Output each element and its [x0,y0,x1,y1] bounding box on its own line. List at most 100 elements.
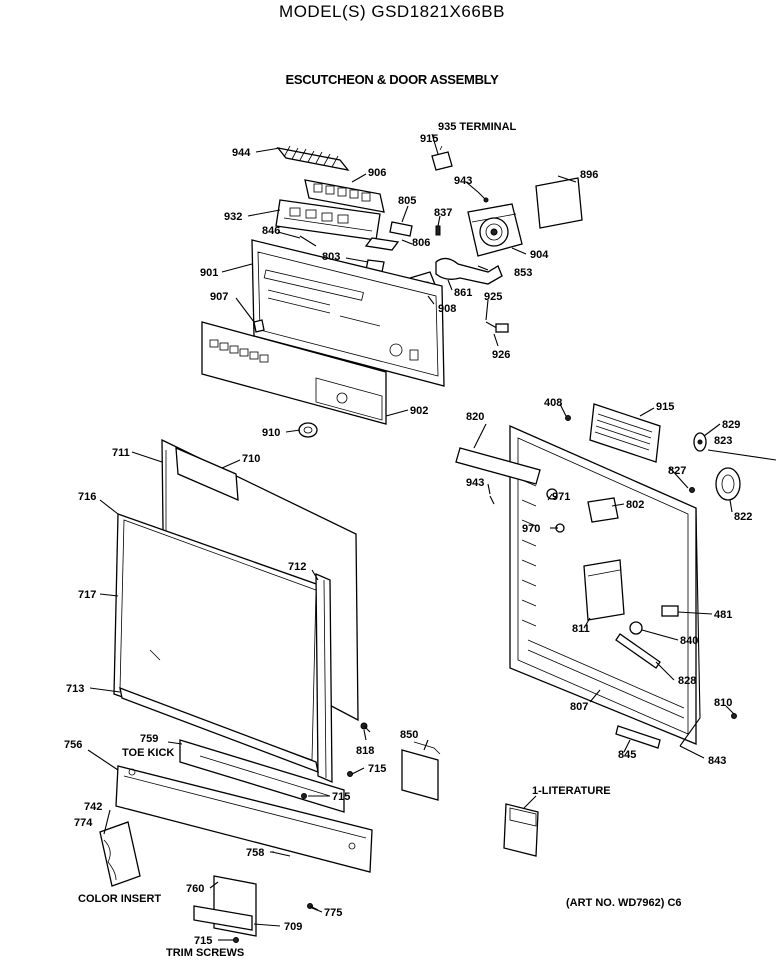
label-829: 829 [722,419,740,431]
label-712: 712 [288,561,306,573]
label-trim-screws: TRIM SCREWS [166,947,244,959]
label-715-c: 715 [194,935,212,947]
part-828-arm [615,633,661,669]
label-908: 908 [438,303,456,315]
part-823-shaft [707,449,777,461]
label-802: 802 [626,499,644,511]
part-850-label-card [401,741,441,801]
label-896: 896 [580,169,598,181]
model-title: MODEL(S) GSD1821X66BB [279,2,505,21]
part-943-screw-b [489,495,495,505]
part-827-screw [689,487,695,493]
part-820-rail [455,447,541,485]
part-943-screw [477,191,489,203]
part-910-knob [298,422,318,438]
label-843: 843 [708,755,726,767]
label-850: 850 [400,729,418,741]
label-709: 709 [284,921,302,933]
part-845-strike [615,725,661,749]
part-837-pin [435,225,441,236]
label-906: 906 [368,167,386,179]
label-811: 811 [572,623,590,635]
label-926: 926 [492,349,510,361]
label-805: 805 [398,195,416,207]
label-716: 716 [78,491,96,503]
part-829-gear [693,432,707,452]
label-toe-kick: TOE KICK [122,747,174,759]
part-811-dispenser [583,559,625,621]
label-717: 717 [78,589,96,601]
label-742: 742 [84,801,102,813]
label-715-a: 715 [368,763,386,775]
label-904: 904 [530,249,549,261]
label-925: 925 [484,291,502,303]
label-810: 810 [714,697,732,709]
label-art-no: (ART NO. WD7962) C6 [566,897,682,909]
label-822: 822 [734,511,752,523]
label-713: 713 [66,683,84,695]
part-774-color-insert [99,821,141,887]
label-481: 481 [714,609,732,621]
label-861: 861 [454,287,472,299]
part-806-plate [364,237,400,251]
part-915-terminal [431,145,453,171]
label-715-b: 715 [332,791,350,803]
part-758-screw [271,851,291,857]
label-820: 820 [466,411,484,423]
label-944: 944 [232,147,251,159]
part-901-control-panel [251,239,445,387]
part-896-label [535,177,583,229]
label-932: 932 [224,211,242,223]
label-807: 807 [570,701,588,713]
label-710: 710 [242,453,260,465]
label-literature: 1-LITERATURE [532,785,611,797]
part-944-contact-strip [276,145,350,171]
label-935-terminal: 935 TERMINAL [438,121,517,133]
part-904-timer [467,203,523,257]
label-806: 806 [412,237,430,249]
part-481-cap [661,605,679,617]
part-902-front-panel [201,321,387,425]
part-408-screw [565,415,571,421]
label-845: 845 [618,749,636,761]
label-846: 846 [262,225,280,237]
label-803: 803 [322,251,340,263]
label-408: 408 [544,397,562,409]
part-810-screw [731,713,737,719]
label-756: 756 [64,739,82,751]
label-902: 902 [410,405,428,417]
label-915-vent: 915 [656,401,674,413]
part-925-lamp [485,321,509,333]
label-823: 823 [714,435,732,447]
part-907-button [253,319,265,333]
label-907: 907 [210,291,228,303]
label-840: 840 [680,635,698,647]
part-915-vent [589,403,661,463]
section-title: ESCUTCHEON & DOOR ASSEMBLY [285,72,499,87]
part-853-wire-harness [435,257,503,285]
part-712-side-trim [315,573,333,783]
part-840-ring [629,621,643,635]
part-713-bottom-trim [119,686,319,774]
label-775: 775 [324,907,342,919]
part-760-bracket [193,875,257,937]
part-843-gasket [679,507,701,747]
part-802-latch [587,497,619,523]
label-970: 970 [522,523,540,535]
callout-labels: 935 TERMINAL 915 944 906 943 896 805 837… [64,121,752,959]
part-818-screw [360,722,371,733]
label-818: 818 [356,745,374,757]
label-827: 827 [668,465,686,477]
leader-lines [87,133,735,941]
label-971: 971 [552,491,570,503]
part-906-switch-block [304,179,385,213]
label-915: 915 [420,133,438,145]
label-853: 853 [514,267,532,279]
label-760: 760 [186,883,204,895]
part-775-screw [307,903,319,911]
part-literature-booklet [503,803,539,857]
label-901: 901 [200,267,218,279]
part-822-wheel [715,467,741,501]
label-774: 774 [74,817,93,829]
